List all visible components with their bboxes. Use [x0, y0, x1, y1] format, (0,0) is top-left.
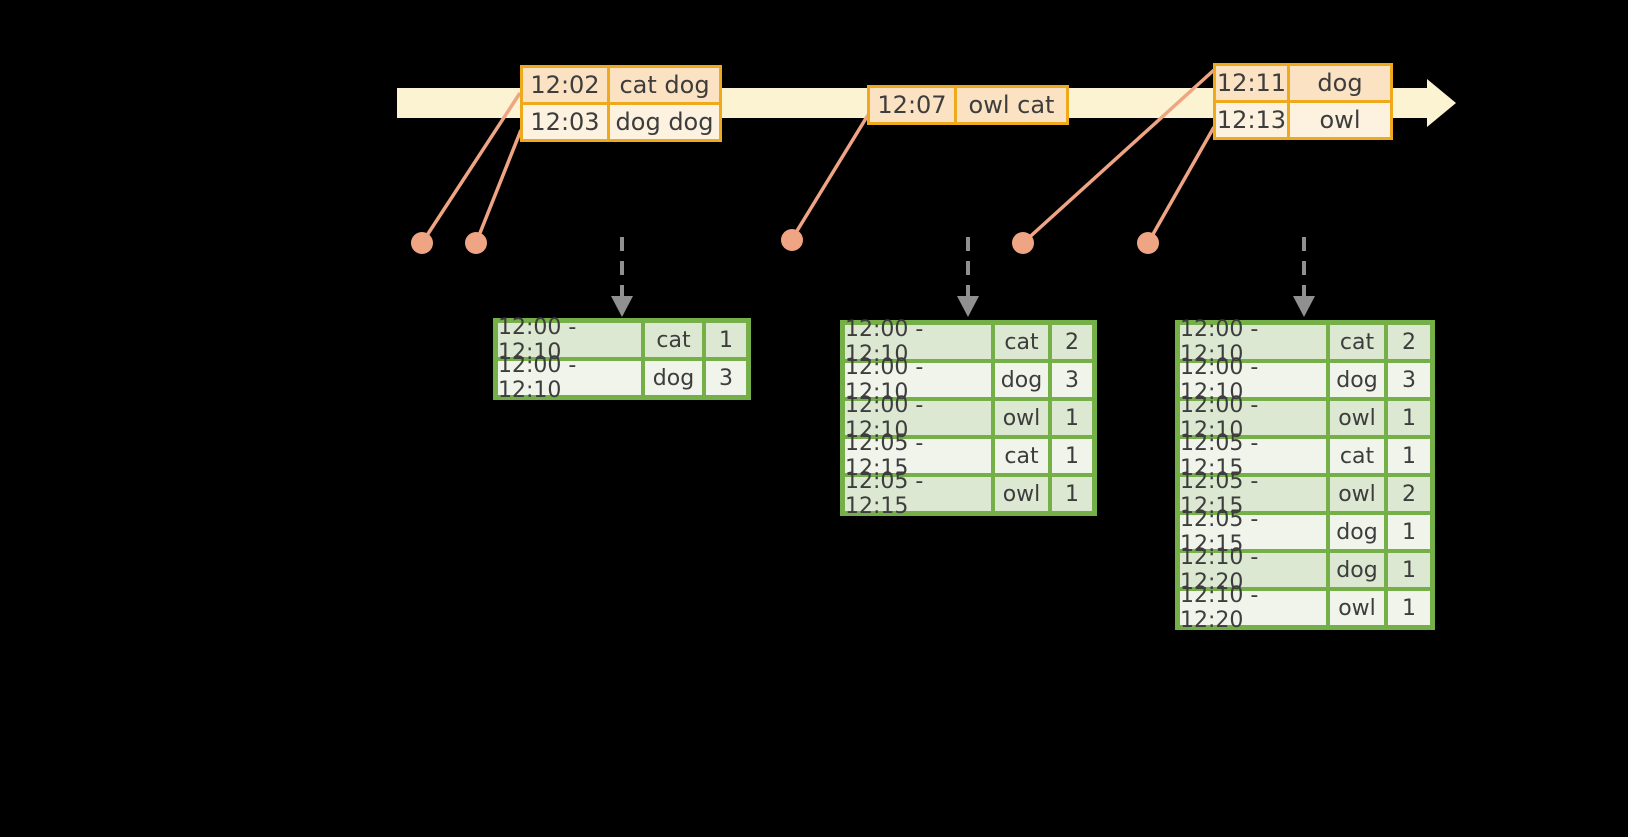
event-words-cell: dog — [1290, 66, 1390, 100]
word-cell: cat — [1330, 325, 1384, 359]
result-row: 12:05 - 12:15 dog 1 — [1180, 507, 1430, 557]
window-cell: 12:00 - 12:10 — [1180, 393, 1326, 443]
window-cell: 12:05 - 12:15 — [845, 469, 991, 519]
event-table-3: 12:11 dog 12:13 owl — [1213, 63, 1393, 140]
count-cell: 2 — [1388, 325, 1430, 359]
event-words-cell: owl cat — [957, 88, 1066, 122]
event-dot — [1012, 232, 1034, 254]
event-words-cell: cat dog — [610, 68, 719, 102]
event-words-cell: dog dog — [610, 105, 719, 139]
window-cell: 12:00 - 12:10 — [845, 393, 991, 443]
result-row: 12:00 - 12:10 owl 1 — [845, 393, 1092, 443]
event-dot — [465, 232, 487, 254]
result-row: 12:00 - 12:10 dog 3 — [498, 353, 746, 403]
result-table-2: 12:00 - 12:10 cat 2 12:00 - 12:10 dog 3 … — [840, 317, 1097, 519]
word-cell: owl — [1330, 591, 1384, 625]
window-cell: 12:05 - 12:15 — [845, 431, 991, 481]
count-cell: 3 — [1388, 363, 1430, 397]
count-cell: 1 — [1388, 553, 1430, 587]
count-cell: 2 — [1388, 477, 1430, 511]
word-cell: cat — [645, 323, 702, 357]
event-row: 12:07 owl cat — [870, 88, 1066, 122]
result-row: 12:10 - 12:20 owl 1 — [1180, 583, 1430, 633]
event-time-cell: 12:11 — [1216, 66, 1287, 100]
word-cell: dog — [645, 361, 702, 395]
word-cell: owl — [995, 477, 1048, 511]
window-cell: 12:00 - 12:10 — [845, 317, 991, 367]
event-connector-line — [1146, 126, 1216, 244]
count-cell: 1 — [1052, 439, 1092, 473]
trigger-arrowhead-icon — [957, 296, 979, 317]
window-cell: 12:10 - 12:20 — [1180, 545, 1326, 595]
event-dot — [1137, 232, 1159, 254]
window-cell: 12:00 - 12:10 — [1180, 355, 1326, 405]
count-cell: 1 — [1388, 515, 1430, 549]
window-cell: 12:00 - 12:10 — [1180, 317, 1326, 367]
result-table-3: 12:00 - 12:10 cat 2 12:00 - 12:10 dog 3 … — [1175, 317, 1435, 633]
count-cell: 3 — [706, 361, 746, 395]
timeline-arrowhead-icon — [1427, 79, 1456, 127]
trigger-arrowhead-icon — [611, 296, 633, 317]
window-cell: 12:00 - 12:10 — [845, 355, 991, 405]
count-cell: 1 — [706, 323, 746, 357]
event-time-cell: 12:13 — [1216, 103, 1287, 137]
result-row: 12:10 - 12:20 dog 1 — [1180, 545, 1430, 595]
word-cell: dog — [1330, 363, 1384, 397]
window-cell: 12:00 - 12:10 — [498, 315, 641, 365]
word-cell: owl — [995, 401, 1048, 435]
word-cell: owl — [1330, 401, 1384, 435]
event-time-cell: 12:02 — [523, 68, 607, 102]
count-cell: 1 — [1388, 439, 1430, 473]
word-cell: cat — [1330, 439, 1384, 473]
word-cell: dog — [1330, 553, 1384, 587]
event-time-cell: 12:07 — [870, 88, 954, 122]
result-row: 12:00 - 12:10 dog 3 — [845, 355, 1092, 405]
count-cell: 2 — [1052, 325, 1092, 359]
word-cell: owl — [1330, 477, 1384, 511]
result-row: 12:00 - 12:10 dog 3 — [1180, 355, 1430, 405]
count-cell: 1 — [1388, 591, 1430, 625]
word-cell: dog — [1330, 515, 1384, 549]
word-cell: cat — [995, 325, 1048, 359]
event-words-cell: owl — [1290, 103, 1390, 137]
event-dot — [411, 232, 433, 254]
result-row: 12:00 - 12:10 owl 1 — [1180, 393, 1430, 443]
window-cell: 12:05 - 12:15 — [1180, 507, 1326, 557]
word-cell: dog — [995, 363, 1048, 397]
trigger-arrowhead-icon — [1293, 296, 1315, 317]
count-cell: 3 — [1052, 363, 1092, 397]
event-dot — [781, 229, 803, 251]
result-row: 12:05 - 12:15 owl 2 — [1180, 469, 1430, 519]
window-cell: 12:05 - 12:15 — [1180, 431, 1326, 481]
count-cell: 1 — [1052, 401, 1092, 435]
count-cell: 1 — [1388, 401, 1430, 435]
event-row: 12:02 cat dog — [523, 68, 719, 102]
result-row: 12:05 - 12:15 owl 1 — [845, 469, 1092, 519]
window-cell: 12:10 - 12:20 — [1180, 583, 1326, 633]
word-cell: cat — [995, 439, 1048, 473]
event-table-1: 12:02 cat dog 12:03 dog dog — [520, 65, 722, 142]
window-cell: 12:05 - 12:15 — [1180, 469, 1326, 519]
event-connector-line — [790, 114, 870, 240]
result-table-1: 12:00 - 12:10 cat 1 12:00 - 12:10 dog 3 — [493, 315, 751, 403]
event-row: 12:13 owl — [1216, 103, 1390, 137]
event-row: 12:11 dog — [1216, 66, 1390, 100]
result-row: 12:00 - 12:10 cat 1 — [498, 315, 746, 365]
result-row: 12:05 - 12:15 cat 1 — [1180, 431, 1430, 481]
result-row: 12:00 - 12:10 cat 2 — [845, 317, 1092, 367]
event-time-cell: 12:03 — [523, 105, 607, 139]
event-row: 12:03 dog dog — [523, 105, 719, 139]
result-row: 12:00 - 12:10 cat 2 — [1180, 317, 1430, 367]
event-table-2: 12:07 owl cat — [867, 85, 1069, 125]
result-row: 12:05 - 12:15 cat 1 — [845, 431, 1092, 481]
window-cell: 12:00 - 12:10 — [498, 353, 641, 403]
event-connector-line — [474, 129, 523, 244]
count-cell: 1 — [1052, 477, 1092, 511]
